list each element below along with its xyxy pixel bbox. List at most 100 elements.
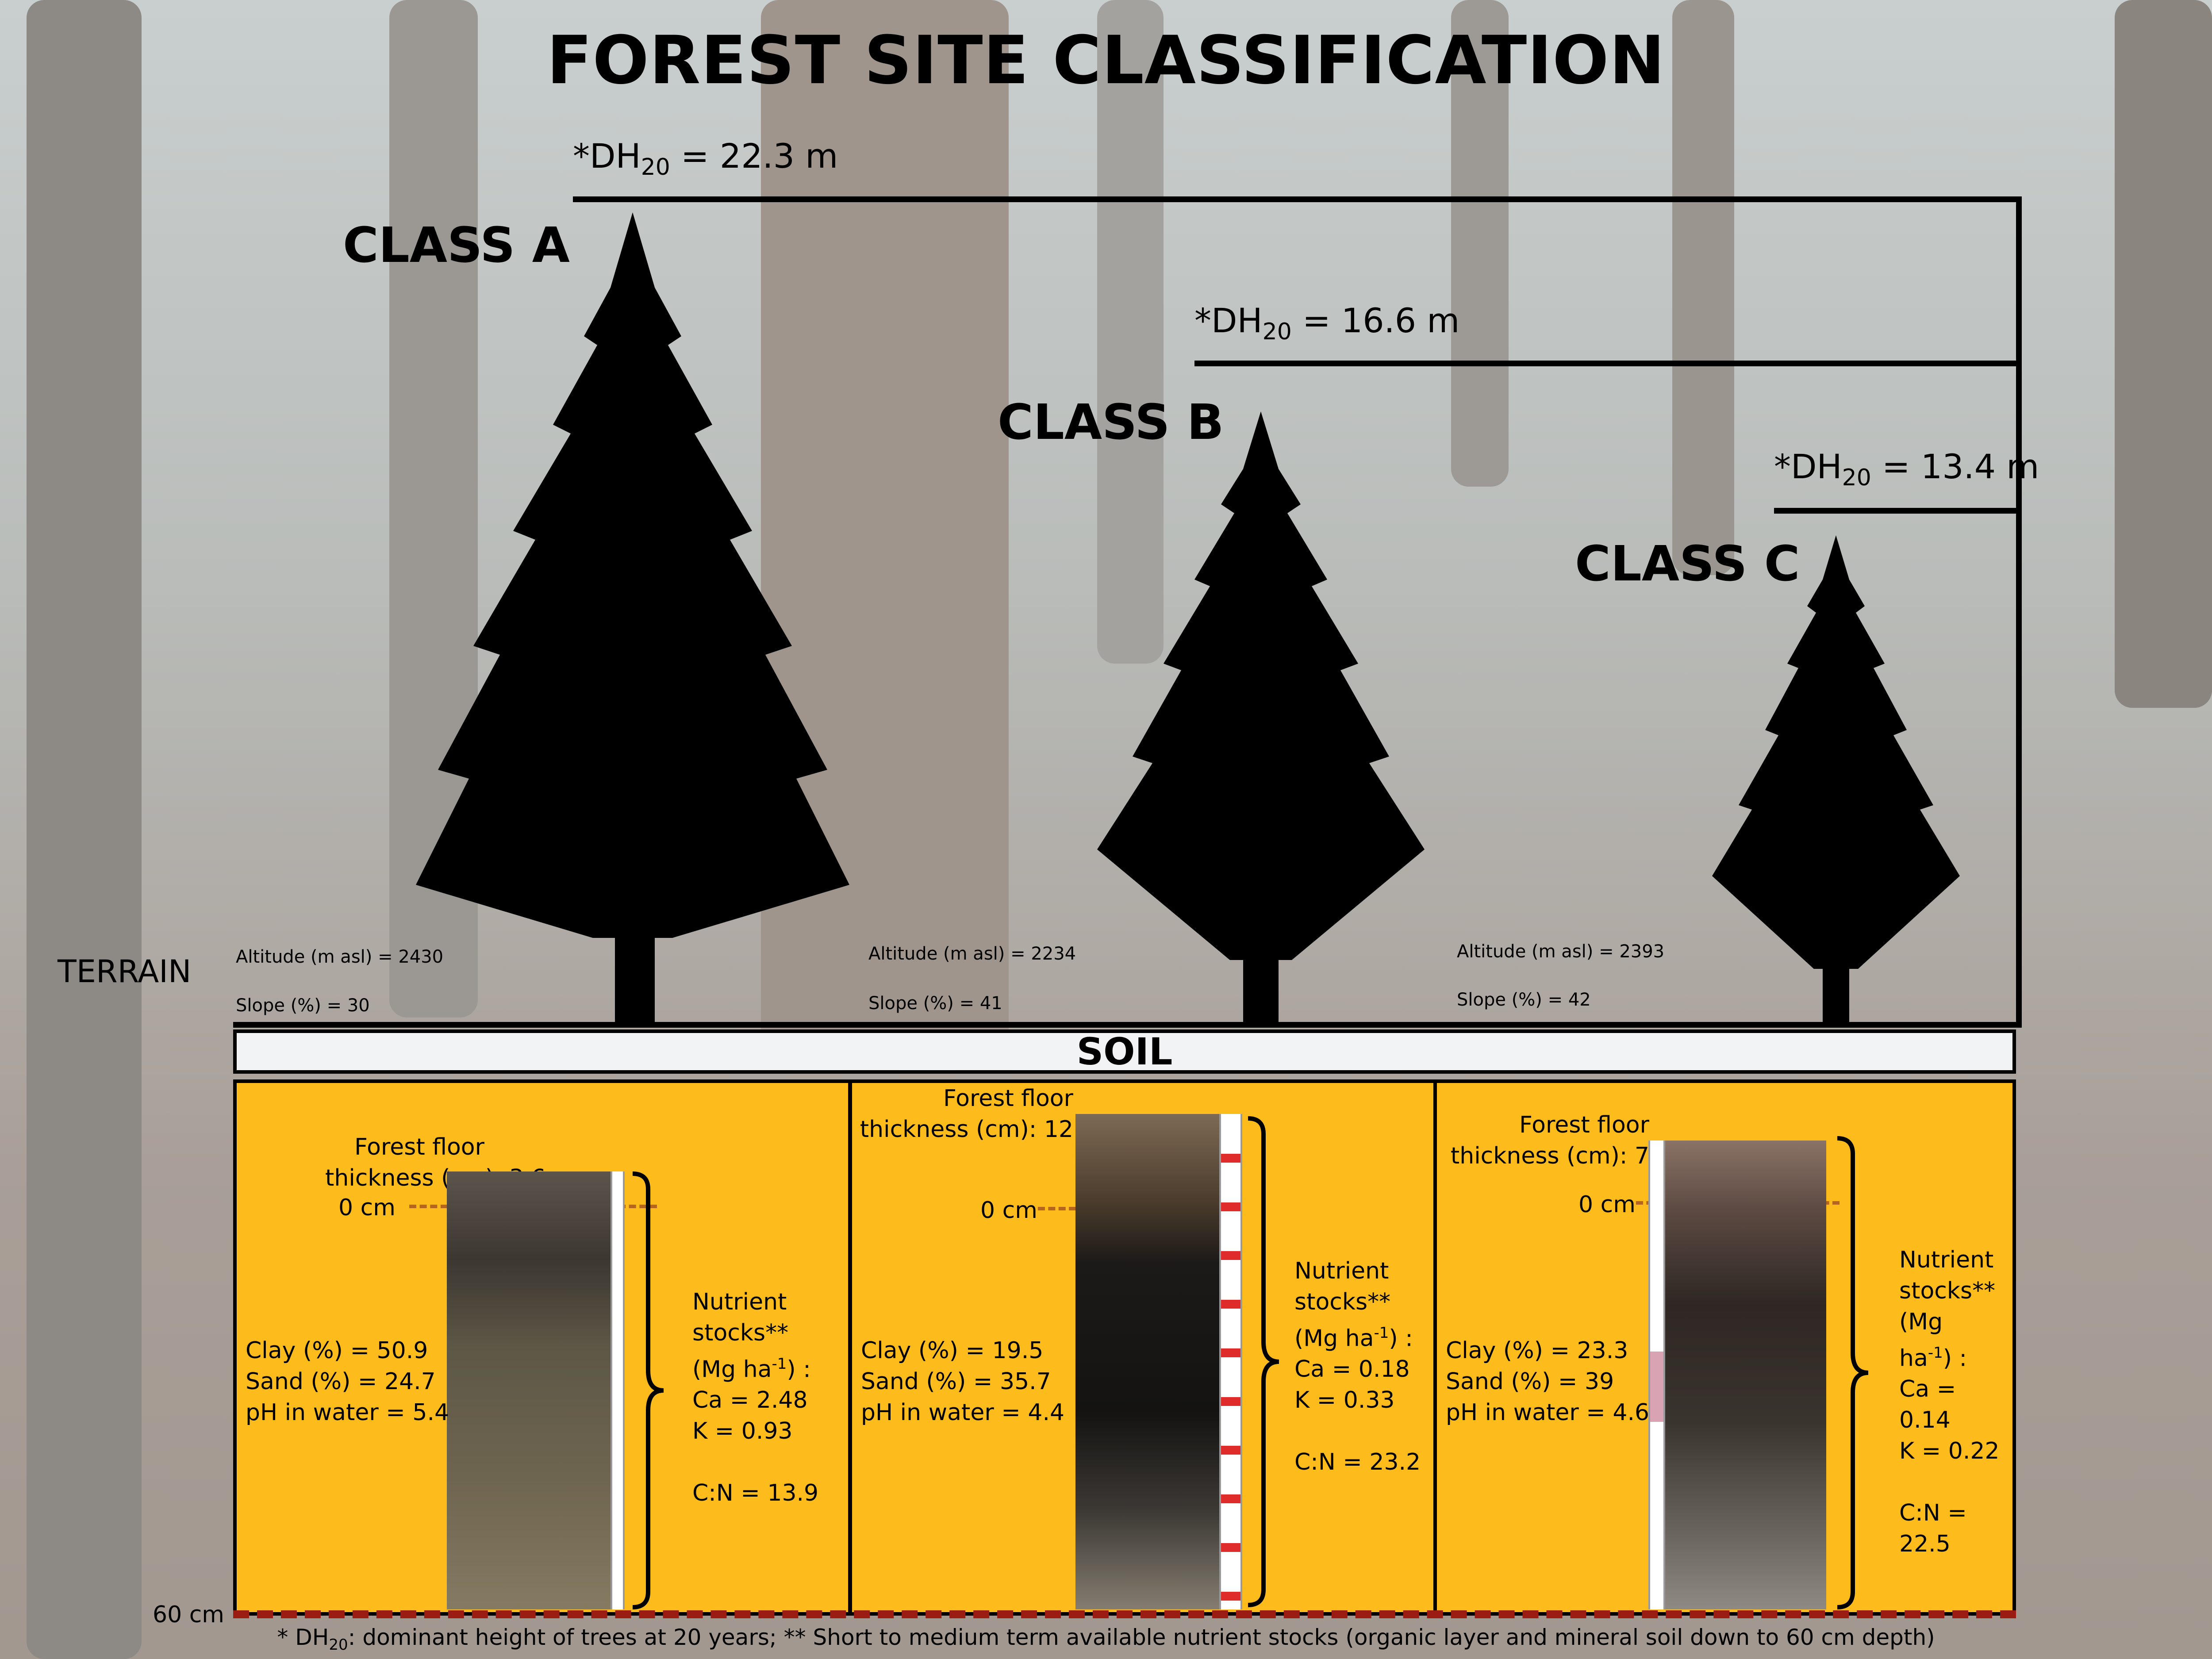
class-label-a: CLASS A <box>343 217 570 273</box>
ph-value: pH in water = 5.4 <box>246 1399 449 1426</box>
nutrient-line: C:N = 13.9 <box>692 1480 819 1507</box>
altitude-class-a: Altitude (m asl) = 2430 <box>236 947 444 967</box>
dh-label-class-a: *DH20 = 22.3 m <box>573 136 838 180</box>
tree-trunk <box>1097 0 1164 664</box>
dh-prefix: *DH <box>1194 301 1263 340</box>
clay-value: Clay (%) = 23.3 <box>1446 1337 1628 1364</box>
tree-silhouette-class-b <box>1097 411 1425 1026</box>
clay-value: Clay (%) = 19.5 <box>861 1337 1044 1364</box>
slope-class-b: Slope (%) = 41 <box>868 993 1002 1014</box>
soil-properties: Clay (%) = 19.5 Sand (%) = 35.7 pH in wa… <box>861 1335 1064 1428</box>
tree-silhouette-class-c <box>1712 535 1960 1026</box>
nutrient-line: K = 0.33 <box>1294 1387 1395 1414</box>
bracket <box>1248 1116 1279 1607</box>
height-line-class-c <box>1774 508 2022 514</box>
unit-suffix: ) : <box>1943 1345 1967 1372</box>
forest-floor-line-1: Forest floor <box>354 1134 484 1160</box>
ph-value: pH in water = 4.6 <box>1446 1399 1650 1426</box>
sand-value: Sand (%) = 39 <box>1446 1368 1614 1395</box>
depth-60cm-label: 60 cm <box>153 1601 224 1628</box>
nutrient-line: K = 0.22 <box>1899 1438 2000 1465</box>
measuring-ruler <box>1219 1114 1242 1609</box>
dh-subscript: 20 <box>641 154 670 181</box>
tree-trunk <box>27 0 142 1659</box>
soil-panel-class-c: Forest floor thickness (cm): 7 0 cm Clay… <box>1433 1079 2016 1616</box>
soil-properties: Clay (%) = 50.9 Sand (%) = 24.7 pH in wa… <box>246 1335 449 1428</box>
zero-cm-label: 0 cm <box>980 1197 1037 1224</box>
nutrient-line: K = 0.93 <box>692 1418 793 1445</box>
height-scale-vertical <box>2016 196 2022 1024</box>
ph-value: pH in water = 4.4 <box>861 1399 1065 1426</box>
unit-text: ha <box>1899 1345 1928 1372</box>
class-label-c: CLASS C <box>1575 535 1800 592</box>
dh-subscript: 20 <box>1262 319 1292 346</box>
sand-value: Sand (%) = 24.7 <box>246 1368 436 1395</box>
page-title: FOREST SITE CLASSIFICATION <box>546 22 1666 99</box>
footnote-prefix: * DH <box>277 1624 329 1650</box>
nutrient-line: (Mg <box>1899 1309 1943 1335</box>
unit-exponent: -1 <box>772 1355 787 1373</box>
nutrient-line: stocks** <box>1899 1278 1996 1304</box>
nutrient-line: 22.5 <box>1899 1531 1951 1558</box>
dh-subscript: 20 <box>1842 465 1871 492</box>
nutrient-stocks: Nutrient stocks** (Mg ha-1) : Ca = 0.14 … <box>1899 1244 2000 1559</box>
nutrient-line <box>1899 1467 2000 1498</box>
nutrient-line: C:N = <box>1899 1500 1967 1527</box>
forest-floor-line-2: thickness (cm): 7 <box>1450 1143 1649 1169</box>
height-line-class-b <box>1194 361 2022 366</box>
slope-class-a: Slope (%) = 30 <box>236 995 370 1016</box>
nutrient-unit: (Mg ha-1) : <box>692 1348 818 1385</box>
nutrient-line: C:N = 23.2 <box>1294 1449 1421 1476</box>
soil-header: SOIL <box>233 1029 2016 1074</box>
clay-value: Clay (%) = 50.9 <box>246 1337 428 1364</box>
unit-text: (Mg ha <box>692 1356 772 1383</box>
terrain-label: TERRAIN <box>58 953 192 990</box>
dh-label-class-c: *DH20 = 13.4 m <box>1774 447 2039 491</box>
dh-prefix: *DH <box>573 136 641 176</box>
measuring-ruler <box>1648 1141 1665 1609</box>
soil-profile-photo <box>447 1171 619 1609</box>
unit-suffix: ) : <box>787 1356 811 1383</box>
forest-floor-line-1: Forest floor <box>943 1085 1073 1112</box>
footnote: * DH20: dominant height of trees at 20 y… <box>0 1624 2212 1654</box>
nutrient-line: 0.14 <box>1899 1407 1951 1434</box>
dh-value: = 22.3 m <box>681 136 838 176</box>
nutrient-unit: ha-1) : <box>1899 1337 2000 1374</box>
dh-value: = 13.4 m <box>1882 447 2039 486</box>
nutrient-line: Nutrient <box>1899 1247 1994 1273</box>
bracket <box>632 1171 664 1609</box>
measuring-ruler <box>611 1171 625 1609</box>
forest-floor-line-1: Forest floor <box>1519 1112 1649 1138</box>
nutrient-line: Nutrient <box>692 1289 787 1315</box>
forest-floor-label: Forest floor thickness (cm): 12 <box>856 1083 1073 1145</box>
nutrient-line: Nutrient <box>1294 1258 1389 1284</box>
dh-prefix: *DH <box>1774 447 1842 486</box>
tree-silhouette-class-a <box>416 212 849 1026</box>
soil-profile-photo <box>1649 1141 1826 1609</box>
nutrient-line: stocks** <box>1294 1289 1391 1315</box>
sand-value: Sand (%) = 35.7 <box>861 1368 1051 1395</box>
tree-trunk <box>2115 0 2212 708</box>
slope-class-c: Slope (%) = 42 <box>1457 990 1591 1010</box>
unit-suffix: ) : <box>1389 1325 1413 1352</box>
nutrient-line: stocks** <box>692 1320 789 1346</box>
altitude-class-b: Altitude (m asl) = 2234 <box>868 944 1076 964</box>
ground-line <box>233 1022 2022 1028</box>
tree-trunk <box>1451 0 1509 487</box>
forest-floor-label: Forest floor thickness (cm): 7 <box>1441 1110 1649 1171</box>
nutrient-line <box>1294 1416 1421 1447</box>
soil-panel-class-a: Forest floor thickness (cm): 3.6 0 cm Cl… <box>233 1079 852 1616</box>
dh-value: = 16.6 m <box>1302 301 1460 340</box>
unit-text: (Mg ha <box>1294 1325 1374 1352</box>
unit-exponent: -1 <box>1928 1344 1943 1362</box>
soil-profile-photo <box>1075 1114 1226 1609</box>
footnote-text: : dominant height of trees at 20 years; … <box>348 1624 1935 1650</box>
soil-properties: Clay (%) = 23.3 Sand (%) = 39 pH in wate… <box>1446 1335 1649 1428</box>
nutrient-line <box>692 1447 818 1478</box>
class-label-b: CLASS B <box>998 394 1224 450</box>
height-line-class-a <box>573 196 2022 202</box>
soil-label: SOIL <box>1076 1030 1173 1073</box>
nutrient-line: Ca = <box>1899 1376 1956 1403</box>
nutrient-line: Ca = 2.48 <box>692 1387 808 1414</box>
forest-floor-line-2: thickness (cm): 12 <box>860 1116 1073 1143</box>
